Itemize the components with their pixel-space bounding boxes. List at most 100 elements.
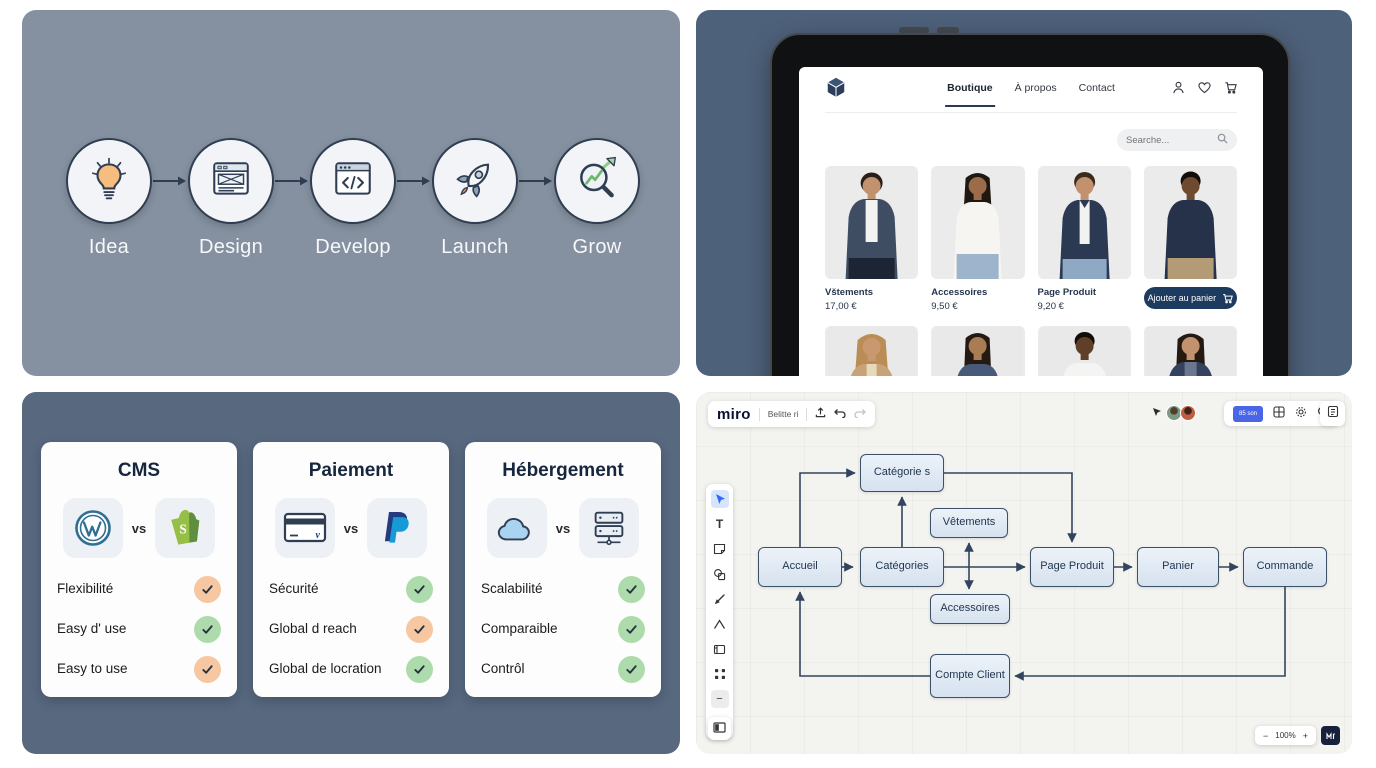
zoom-control: − 100% +	[1255, 726, 1316, 745]
product-price: 9,50 €	[931, 301, 958, 312]
nav-a-propos[interactable]: À propos	[1014, 81, 1057, 94]
toolbar-divider	[806, 407, 808, 421]
flow-node-categories[interactable]: Catégories	[860, 547, 944, 587]
select-cursor-icon[interactable]	[710, 490, 729, 508]
server-icon	[579, 498, 640, 558]
product-image[interactable]	[1037, 326, 1131, 376]
flow-node-accueil[interactable]: Accueil	[758, 547, 842, 587]
export-icon[interactable]	[815, 405, 826, 423]
nav-contact[interactable]: Contact	[1078, 81, 1115, 94]
row-label: Comparaible	[481, 621, 558, 637]
sticky-note-icon[interactable]	[711, 540, 729, 558]
row-label: Scalabilité	[481, 581, 543, 597]
zoom-in-button[interactable]: +	[1302, 730, 1308, 741]
search-bar[interactable]	[1117, 129, 1237, 151]
flow-node-categorie-s[interactable]: Catégorie s	[860, 454, 944, 492]
product-image[interactable]	[1143, 326, 1237, 376]
comparison-row: Scalabilité	[481, 576, 645, 603]
product-card[interactable]: Accessoires 9,50 €	[931, 166, 1025, 312]
flow-node-page-produit[interactable]: Page Produit	[1030, 547, 1114, 587]
flow-node-compte-client[interactable]: Compte Client	[930, 654, 1010, 698]
flow-node-commande[interactable]: Commande	[1243, 547, 1327, 587]
tablet-screen: Boutique À propos Contact	[799, 67, 1263, 376]
card-rows: Flexibilité Easy d' use Easy to use	[57, 576, 221, 683]
product-price: 17,00 €	[825, 301, 857, 312]
miro-board-panel: Catégorie s Vêtements Accueil Catégories…	[696, 392, 1352, 754]
shapes-icon[interactable]	[711, 565, 729, 583]
comparison-cards-row: CMS vs S	[22, 442, 680, 697]
templates-grid-icon[interactable]	[1273, 405, 1285, 423]
arrow-right-icon	[519, 176, 552, 186]
process-steps-row: Idea Design	[66, 138, 640, 258]
product-card[interactable]: Page Produit 9,20 €	[1037, 166, 1131, 312]
card-cms: CMS vs S	[41, 442, 237, 697]
miro-logo[interactable]: miro	[717, 405, 751, 423]
check-icon	[406, 576, 433, 603]
apps-icon[interactable]	[711, 665, 729, 683]
frame-icon[interactable]	[711, 640, 729, 658]
notes-button[interactable]	[1320, 401, 1345, 426]
develop-circle	[310, 138, 396, 224]
flow-node-vetements[interactable]: Vêtements	[930, 508, 1008, 538]
step-idea: Idea	[66, 138, 152, 258]
launch-circle	[432, 138, 518, 224]
cart-icon[interactable]	[1224, 81, 1237, 99]
zoom-out-button[interactable]: −	[1263, 730, 1269, 741]
product-card[interactable]: Vštements 17,00 €	[825, 166, 919, 312]
text-tool-icon[interactable]: T	[715, 517, 724, 531]
cursor-icon	[1152, 404, 1162, 422]
check-icon	[618, 616, 645, 643]
shop-header: Boutique À propos Contact	[825, 67, 1237, 113]
avatar[interactable]	[1180, 405, 1196, 421]
product-grid-row1: Vštements 17,00 € Accessoires 9,50 € Pag…	[825, 166, 1237, 312]
wordpress-icon	[62, 498, 123, 558]
product-image[interactable]	[931, 326, 1025, 376]
step-label: Develop	[315, 236, 391, 258]
connector-icon[interactable]	[711, 615, 729, 633]
credit-card-icon: v	[274, 498, 335, 558]
product-image	[1037, 166, 1131, 279]
search-icon[interactable]	[1217, 131, 1228, 149]
step-develop: Develop	[310, 138, 396, 258]
settings-gear-icon[interactable]	[1295, 405, 1307, 423]
miro-dark-badge[interactable]	[1321, 726, 1340, 745]
card-paiement: Paiement v vs	[253, 442, 449, 697]
cube-logo-icon[interactable]	[825, 76, 847, 103]
tablet-frame: Boutique À propos Contact	[770, 33, 1290, 376]
svg-text:S: S	[180, 522, 187, 537]
comparison-row: Easy d' use	[57, 616, 221, 643]
product-image	[931, 166, 1025, 279]
account-icon[interactable]	[1172, 81, 1185, 99]
miro-badge-icon	[1325, 727, 1336, 745]
row-label: Global de locration	[269, 661, 382, 677]
flow-node-accessoires[interactable]: Accessoires	[930, 594, 1010, 624]
search-input[interactable]	[1126, 134, 1217, 146]
card-rows: Scalabilité Comparaible Contrôl	[481, 576, 645, 683]
growth-magnifier-icon	[574, 156, 620, 207]
check-icon	[406, 616, 433, 643]
comparison-row: Global de locration	[269, 656, 433, 683]
product-image[interactable]	[825, 326, 919, 376]
miro-top-right-toolbar: 85 son	[1224, 401, 1339, 426]
frames-panel-button[interactable]	[708, 717, 731, 740]
flow-node-panier[interactable]: Panier	[1137, 547, 1219, 587]
wishlist-heart-icon[interactable]	[1198, 81, 1211, 99]
undo-icon[interactable]	[834, 405, 847, 423]
step-grow: Grow	[554, 138, 640, 258]
board-name[interactable]: Belitte ri	[767, 409, 799, 419]
product-card[interactable]: Ajouter au panier	[1143, 166, 1237, 312]
nav-boutique[interactable]: Boutique	[945, 82, 995, 107]
check-icon	[406, 656, 433, 683]
share-button[interactable]: 85 son	[1233, 405, 1264, 422]
redo-icon[interactable]	[854, 405, 867, 423]
add-to-cart-button[interactable]: Ajouter au panier	[1143, 287, 1237, 309]
comparison-row: Global d reach	[269, 616, 433, 643]
shop-header-icons	[1172, 81, 1237, 99]
step-label: Grow	[572, 236, 622, 258]
zoom-level[interactable]: 100%	[1275, 731, 1296, 740]
minus-icon[interactable]: −	[710, 690, 729, 708]
svg-text:v: v	[315, 530, 320, 541]
toolbar-divider	[758, 407, 760, 421]
product-name: Page Produit	[1037, 287, 1097, 298]
pen-icon[interactable]	[711, 590, 729, 608]
